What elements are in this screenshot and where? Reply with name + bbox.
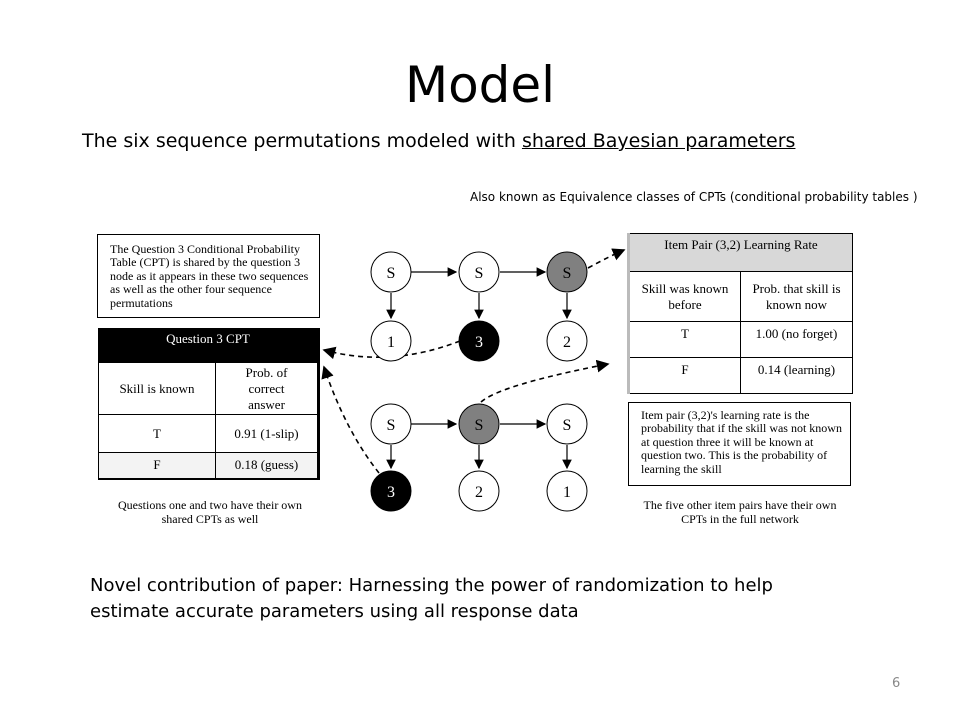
contribution-line-2: estimate accurate parameters using all r… — [90, 601, 579, 623]
top-question-node-1: 1 — [370, 320, 412, 362]
contribution-line-1: Novel contribution of paper: Harnessing … — [90, 575, 773, 596]
learning-rate-title: Item Pair (3,2) Learning Rate — [628, 233, 853, 272]
top-skill-node-2: S — [458, 251, 500, 293]
equivalence-note: Also known as Equivalence classes of CPT… — [470, 190, 918, 204]
learning-rate-row-f-now: 0.14 (learning) — [740, 357, 853, 394]
q3-cpt-caption: Questions one and two have their own sha… — [118, 498, 302, 527]
learning-rate-caption: The five other item pairs have their own… — [643, 498, 837, 527]
slide-subtitle: The six sequence permutations modeled wi… — [82, 130, 795, 152]
q3-cpt-title: Question 3 CPT — [98, 328, 319, 363]
bottom-skill-node-1: S — [370, 403, 412, 445]
bottom-question-node-2-label: 2 — [475, 484, 483, 501]
bottom-question-node-1: 3 — [370, 470, 412, 512]
bottom-skill-node-3-label: S — [563, 417, 572, 434]
bottom-skill-node-3: S — [546, 403, 588, 445]
learning-rate-row-t-before: T — [628, 321, 741, 358]
top-question-node-2-label: 3 — [475, 334, 483, 351]
slide-title: Model — [404, 56, 556, 114]
learning-rate-table: Item Pair (3,2) Learning Rate Skill was … — [627, 233, 853, 394]
subtitle-text: The six sequence permutations modeled wi… — [82, 130, 522, 152]
bottom-question-node-2: 2 — [458, 470, 500, 512]
learning-rate-header-before: Skill was known before — [628, 271, 741, 322]
subtitle-underlined: shared Bayesian parameters — [521, 130, 796, 152]
q3-cpt-row-f-prob: 0.18 (guess) — [215, 452, 319, 479]
learning-rate-header-now: Prob. that skill is known now — [740, 271, 853, 322]
top-skill-node-3: S — [546, 251, 588, 293]
top-skill-node-2-label: S — [475, 265, 484, 282]
q3-cpt-row-t-prob: 0.91 (1-slip) — [215, 414, 319, 453]
q3-cpt-table: Question 3 CPT Skill is known Prob. of c… — [98, 328, 320, 480]
top-skill-node-3-label: S — [563, 265, 572, 282]
top-skill-node-1-label: S — [387, 265, 396, 282]
bottom-skill-node-2: S — [458, 403, 500, 445]
dashed-link-bottom-q3-to-cpt — [321, 365, 380, 474]
bottom-question-node-3: 1 — [546, 470, 588, 512]
top-question-node-2: 3 — [458, 320, 500, 362]
bottom-question-node-3-label: 1 — [563, 484, 571, 501]
bottom-skill-node-2-label: S — [475, 417, 484, 434]
dashed-link-top-s3-to-learning-rate — [587, 248, 626, 269]
top-question-node-3: 2 — [546, 320, 588, 362]
top-question-node-3-label: 2 — [563, 334, 571, 351]
q3-cpt-row-f-known: F — [98, 452, 216, 479]
top-skill-node-1: S — [370, 251, 412, 293]
learning-rate-row-f-before: F — [628, 357, 741, 394]
bottom-skill-node-1-label: S — [387, 417, 396, 434]
page-number: 6 — [892, 676, 901, 691]
top-question-node-1-label: 1 — [387, 334, 395, 351]
dashed-link-bottom-s2-to-learning-rate — [480, 359, 610, 403]
learning-rate-explanation: Item pair (3,2)'s learning rate is the p… — [628, 402, 851, 486]
contribution-text: Novel contribution of paper: Harnessing … — [90, 573, 773, 625]
q3-cpt-header-prob: Prob. of correct answer — [215, 362, 319, 415]
q3-cpt-explanation: The Question 3 Conditional Probability T… — [97, 234, 320, 318]
bottom-question-node-1-label: 3 — [387, 484, 395, 501]
